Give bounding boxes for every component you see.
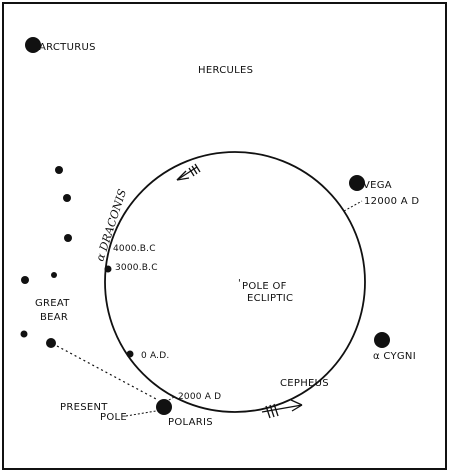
- bottom-direction-arrow: [261, 399, 303, 419]
- great-bear-star: [63, 194, 71, 202]
- vega-label: VEGA: [363, 180, 392, 191]
- arcturus-label: ARCTURUS: [39, 42, 96, 53]
- great-bear-label-line1: GREAT: [35, 298, 70, 309]
- hercules-label: HERCULES: [198, 65, 253, 76]
- present-pole-label-line1: PRESENT: [60, 402, 108, 413]
- ecliptic-pole-mark: ': [238, 278, 241, 289]
- great-bear-label-line2: BEAR: [40, 312, 68, 323]
- present-pole-label-line2: POLE: [100, 412, 127, 423]
- great-bear-star: [46, 338, 56, 348]
- great-bear-to-polaris-line: [56, 345, 159, 401]
- date-0ad-label: 0 A.D.: [141, 351, 169, 361]
- date-0ad-marker: [126, 350, 134, 358]
- great-bear-star: [21, 276, 29, 284]
- date-2000ad-label: 2000 A D: [178, 392, 221, 402]
- polaris-star: [156, 399, 172, 415]
- date-3000bc-marker: [104, 265, 112, 273]
- top-direction-arrow: [176, 163, 201, 181]
- date-4000bc-label: 4000.B.C: [113, 244, 156, 254]
- precession-circle: [104, 151, 366, 413]
- cepheus-label: CEPHEUS: [280, 378, 329, 389]
- date-12000ad-leader: [343, 200, 363, 212]
- diagram-frame: [2, 2, 447, 470]
- great-bear-star: [51, 272, 57, 278]
- polaris-label: POLARIS: [168, 417, 213, 428]
- great-bear-star: [55, 166, 63, 174]
- great-bear-star: [64, 234, 72, 242]
- pole-of-ecliptic-line2: ECLIPTIC: [247, 293, 293, 304]
- vega-star: [349, 175, 365, 191]
- date-3000bc-label: 3000.B.C: [115, 263, 158, 273]
- arcturus-star: [25, 37, 41, 53]
- alpha-cygni-star: [374, 332, 390, 348]
- present-pole-leader: [125, 410, 157, 417]
- pole-of-ecliptic-line1: POLE OF: [242, 281, 287, 292]
- alpha-cygni-label: α CYGNI: [373, 351, 416, 362]
- great-bear-star: [20, 330, 28, 338]
- date-12000ad-label: 12000 A D: [364, 196, 419, 207]
